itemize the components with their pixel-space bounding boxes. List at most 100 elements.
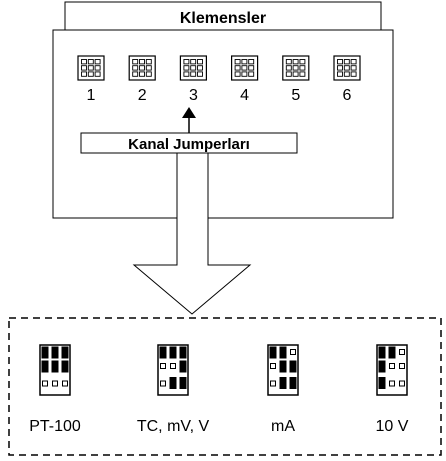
connector-pin xyxy=(285,71,292,77)
jumper-pin-closed xyxy=(388,346,396,359)
jumper-pin-closed xyxy=(159,346,167,359)
connector-pin xyxy=(350,71,357,77)
channel-number: 4 xyxy=(240,87,249,104)
connector-pin xyxy=(299,71,306,77)
jumper-pin-closed xyxy=(41,360,49,373)
connector-pin xyxy=(87,59,94,65)
connector-pin xyxy=(337,65,343,71)
jumper-pin-closed xyxy=(51,360,59,373)
connector-pin xyxy=(87,65,94,71)
jumper-pin-open xyxy=(389,363,395,369)
jumper-label-text: Kanal Jumperları xyxy=(128,136,250,153)
channel-connector: 2 xyxy=(128,55,156,104)
jumper-pin-open xyxy=(42,380,48,387)
connector-pin xyxy=(234,65,241,71)
jumper-pin-open xyxy=(399,363,405,369)
connector-pin xyxy=(337,71,343,77)
jumper-pin-open xyxy=(290,349,296,355)
channel-pointer-arrow-head xyxy=(182,107,196,118)
connector-pin xyxy=(94,59,101,65)
connector-pin xyxy=(292,59,299,65)
big-down-arrow xyxy=(132,152,252,315)
config-label: 10 V xyxy=(376,418,409,435)
connector-pin xyxy=(94,71,101,77)
connector-pin xyxy=(343,65,350,71)
config-label: PT-100 xyxy=(29,418,81,435)
jumper-pin-closed xyxy=(169,346,177,359)
connector-pin xyxy=(197,65,203,71)
connector-pin xyxy=(132,59,139,65)
connector-pin xyxy=(292,71,299,77)
connector-pin xyxy=(139,65,145,71)
jumper-pin-closed xyxy=(179,346,187,359)
config-label: mA xyxy=(271,418,295,435)
channel-connector: 1 xyxy=(77,55,105,104)
channel-connector: 3 xyxy=(179,55,207,104)
connector-pin xyxy=(285,59,292,65)
jumper-pin-closed xyxy=(279,377,287,389)
jumper-pin-closed xyxy=(179,360,187,373)
connector-pin xyxy=(234,71,241,77)
jumper-pin-closed xyxy=(179,377,187,389)
jumper-pin-closed xyxy=(279,360,287,373)
jumper-pin-closed xyxy=(51,346,59,359)
configs-dashed-frame xyxy=(8,317,442,456)
jumper-pin-closed xyxy=(378,360,386,373)
connector-pin xyxy=(234,59,241,65)
connector-pin xyxy=(190,65,197,71)
jumper-pin-open xyxy=(160,380,166,387)
jumper-pin-open xyxy=(270,380,276,387)
connector-pin xyxy=(183,65,190,71)
connector-pin xyxy=(81,59,87,65)
jumper-pin-open xyxy=(62,380,68,387)
jumper-config: 10 V xyxy=(376,344,409,435)
connector-pin xyxy=(241,65,248,71)
jumper-pin-closed xyxy=(61,360,69,373)
config-label: TC, mV, V xyxy=(137,418,210,435)
channel-connector: 5 xyxy=(282,55,310,104)
jumper-pin-open xyxy=(399,349,405,355)
jumper-pin-closed xyxy=(289,360,297,373)
connector-pin xyxy=(248,65,255,71)
jumper-configurations: PT-100 TC, mV, V mA 10 V xyxy=(29,344,409,435)
jumper-pin-open xyxy=(160,363,166,369)
connector-pin xyxy=(343,59,350,65)
jumper-config: mA xyxy=(267,344,299,435)
connector-pin xyxy=(183,71,190,77)
connector-pin xyxy=(337,59,343,65)
header-tab xyxy=(64,1,382,31)
connector-pin xyxy=(139,59,145,65)
connector-pin xyxy=(197,59,203,65)
jumper-pin-open xyxy=(399,380,405,387)
channel-number: 1 xyxy=(87,87,96,104)
connector-pin xyxy=(197,71,203,77)
connector-pin xyxy=(343,71,350,77)
jumper-pin-closed xyxy=(289,377,297,389)
connector-pin xyxy=(248,71,255,77)
connector-pin xyxy=(292,65,299,71)
channel-number: 6 xyxy=(343,87,352,104)
jumper-pin-closed xyxy=(169,377,177,389)
connector-pin xyxy=(132,65,139,71)
connector-pin xyxy=(81,71,87,77)
connector-pin xyxy=(87,71,94,77)
connector-pin xyxy=(132,71,139,77)
jumper-pin-closed xyxy=(41,346,49,359)
connector-pin xyxy=(241,71,248,77)
connector-pin xyxy=(81,65,87,71)
jumper-pin-open xyxy=(270,363,276,369)
connector-pin xyxy=(190,71,197,77)
channel-connector: 4 xyxy=(231,55,259,104)
connector-pin xyxy=(139,71,145,77)
jumper-pin-closed xyxy=(61,346,69,359)
jumper-pin-closed xyxy=(279,346,287,359)
connector-pin xyxy=(145,65,152,71)
connector-pin xyxy=(190,59,197,65)
connector-pin xyxy=(350,65,357,71)
jumper-pin-closed xyxy=(269,346,277,359)
jumper-pin-open xyxy=(389,380,395,387)
connector-pin xyxy=(299,59,306,65)
header-title: Klemensler xyxy=(180,10,266,27)
channel-connector: 6 xyxy=(333,55,361,104)
